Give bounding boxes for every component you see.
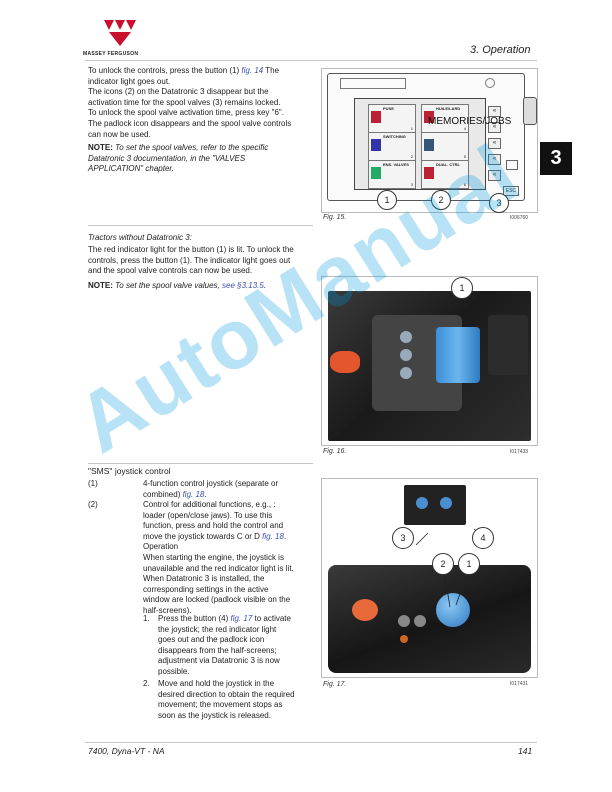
- line: To unlock the spool valve activation tim…: [88, 108, 284, 118]
- callout-3: 3: [392, 527, 414, 549]
- fig17-link[interactable]: fig. 17: [230, 614, 253, 623]
- esc-key[interactable]: ESC: [503, 186, 519, 196]
- callout-2: 2: [431, 190, 451, 210]
- section-link[interactable]: see §3.13.5: [222, 281, 264, 290]
- header-rule: [85, 60, 537, 61]
- fig16-photo: [328, 291, 531, 441]
- fig15-caption: Fig. 15.: [323, 214, 347, 221]
- fig18-link[interactable]: fig. 18: [262, 531, 284, 541]
- inset-button-left: [416, 497, 428, 509]
- chapter-tab: 3: [540, 142, 572, 175]
- fig16-frame: 1: [321, 276, 538, 446]
- fig17-code: I017431: [510, 681, 529, 687]
- switch-icon: [371, 139, 381, 151]
- line: The icons (2) on the Datatronic 3 disapp…: [88, 87, 269, 97]
- unlock-paragraph: To unlock the controls, press the button…: [88, 66, 313, 140]
- joystick-head: [436, 593, 470, 627]
- console-button-a: [398, 615, 410, 627]
- button-1: [400, 331, 412, 343]
- fig16-code: I017433: [510, 449, 529, 455]
- calculator-icon: [424, 139, 434, 151]
- page-number: 141: [518, 746, 533, 756]
- triple-triangle-logo-icon: [104, 20, 136, 46]
- fig14-link[interactable]: fig. 14: [241, 66, 264, 75]
- note-1: NOTE: To set the spool valves, refer to …: [88, 143, 269, 174]
- console-button-b: [414, 615, 426, 627]
- screen-key-1[interactable]: «: [488, 106, 501, 117]
- chapter-number: 3: [550, 147, 562, 169]
- section-rule: [88, 225, 313, 226]
- brand-name: MASSEY FERGUSON: [83, 51, 139, 57]
- callout-3: 3: [489, 193, 509, 213]
- subhead-no-datatronic: Tractors without Datatronic 3:: [88, 233, 192, 242]
- callout-1: 1: [458, 553, 480, 575]
- fig18-link[interactable]: fig. 18: [182, 489, 205, 499]
- memories-jobs-overlay: MEMORIES/JOBS: [428, 116, 512, 127]
- callout-1: 1: [377, 190, 397, 210]
- button-2: [400, 349, 412, 361]
- red-indicator: [400, 635, 408, 643]
- screen-key-5[interactable]: «: [488, 170, 501, 181]
- button-3: [400, 367, 412, 379]
- note-2: NOTE: To set the spool valve values, see…: [88, 281, 267, 290]
- line: The padlock icon disappears and the spoo…: [88, 118, 292, 128]
- fig16-caption: Fig. 16.: [323, 448, 347, 455]
- plow-icon: [371, 111, 381, 123]
- terminal-top-dot: [485, 78, 495, 88]
- fig15-code: I006760: [510, 215, 529, 221]
- blue-levers: [436, 327, 480, 383]
- screen-key-2[interactable]: «: [488, 122, 501, 133]
- section-rule-2: [88, 463, 313, 464]
- tile-5[interactable]: 5: [421, 132, 469, 161]
- line: activation time for the spool valves (3)…: [88, 97, 281, 107]
- orange-knob: [352, 599, 378, 621]
- inset-photo: [404, 485, 466, 525]
- note-label: NOTE:: [88, 143, 113, 152]
- control-icon: [424, 167, 434, 179]
- line: To unlock the controls, press the button…: [88, 66, 280, 75]
- footer-rule: [85, 742, 537, 743]
- line: indicator light goes out.: [88, 76, 171, 86]
- callout-4: 4: [472, 527, 494, 549]
- operation-heading: Operation: [143, 542, 179, 552]
- joystick-title: "SMS" joystick control: [88, 466, 171, 476]
- leader-lines: [415, 528, 489, 608]
- brand-logo: [100, 18, 140, 48]
- loader-icon: [424, 111, 434, 123]
- battery-icon: [506, 160, 518, 170]
- screen-key-3[interactable]: «: [488, 138, 501, 149]
- screen-key-4[interactable]: «: [488, 154, 501, 165]
- line: can now be used.: [88, 129, 151, 139]
- callout-1: 1: [451, 277, 473, 299]
- terminal-top-slot: [340, 78, 406, 89]
- fig17-frame: 3 4 2 1: [321, 478, 538, 678]
- right-panel: [488, 315, 528, 375]
- footer-model: 7400, Dyna-VT - NA: [88, 746, 165, 756]
- orange-lever: [330, 351, 360, 373]
- valve-icon: [371, 167, 381, 179]
- fig17-caption: Fig. 17.: [323, 681, 347, 688]
- callout-2: 2: [432, 553, 454, 575]
- dial-knob[interactable]: [523, 97, 537, 125]
- inset-button-right: [440, 497, 452, 509]
- joystick-photo: [328, 565, 531, 673]
- no-datatronic-paragraph: The red indicator light for the button (…: [88, 245, 294, 276]
- section-title: 3. Operation: [470, 44, 531, 56]
